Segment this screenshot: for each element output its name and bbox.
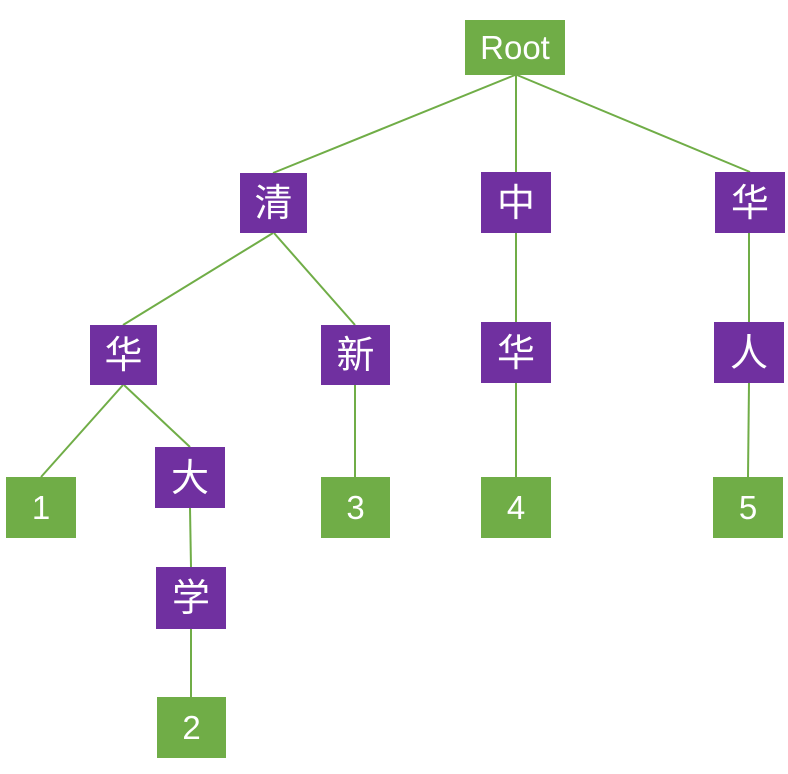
tree-node-n_qing[interactable]: 清: [240, 173, 307, 233]
tree-edge: [123, 384, 191, 448]
tree-node-n_hua_a[interactable]: 华: [90, 325, 157, 385]
tree-node-n_xin[interactable]: 新: [321, 325, 390, 385]
tree-node-label: 新: [336, 333, 375, 377]
tree-node-n_da[interactable]: 大: [155, 447, 225, 508]
tree-node-leaf_3[interactable]: 3: [321, 477, 390, 538]
tree-node-n_zhong[interactable]: 中: [481, 172, 551, 233]
tree-node-leaf_4[interactable]: 4: [481, 477, 551, 538]
tree-node-label: 4: [506, 489, 526, 526]
tree-node-n_ren[interactable]: 人: [714, 322, 784, 383]
tree-node-label: 学: [171, 576, 210, 620]
tree-node-label: 华: [104, 333, 143, 377]
tree-node-label: 人: [729, 330, 768, 375]
tree-node-label: Root: [480, 29, 550, 66]
tree-node-label: 5: [738, 489, 758, 526]
tree-node-root[interactable]: Root: [465, 20, 565, 75]
tree-node-leaf_2[interactable]: 2: [157, 697, 226, 758]
tree-edge: [122, 232, 274, 326]
tree-edge: [272, 74, 516, 174]
tree-node-label: 2: [182, 709, 201, 746]
tree-node-label: 清: [254, 181, 293, 225]
tree-edge: [747, 382, 750, 478]
tree-node-label: 华: [730, 180, 769, 225]
tree-edge: [40, 384, 124, 478]
tree-node-leaf_1[interactable]: 1: [6, 477, 76, 538]
tree-node-n_hua_r2[interactable]: 华: [715, 172, 785, 233]
tree-node-label: 1: [31, 489, 51, 526]
tree-node-n_xue[interactable]: 学: [156, 567, 226, 629]
tree-node-label: 华: [496, 330, 535, 375]
tree-node-label: 中: [496, 180, 535, 225]
tree-node-label: 大: [170, 455, 209, 500]
tree-edge: [189, 507, 192, 568]
tree-node-label: 3: [346, 489, 365, 526]
tree-node-n_hua_b[interactable]: 华: [481, 322, 551, 383]
tree-node-leaf_5[interactable]: 5: [713, 477, 783, 538]
tree-edge: [516, 74, 751, 173]
tree-edge: [273, 232, 356, 326]
